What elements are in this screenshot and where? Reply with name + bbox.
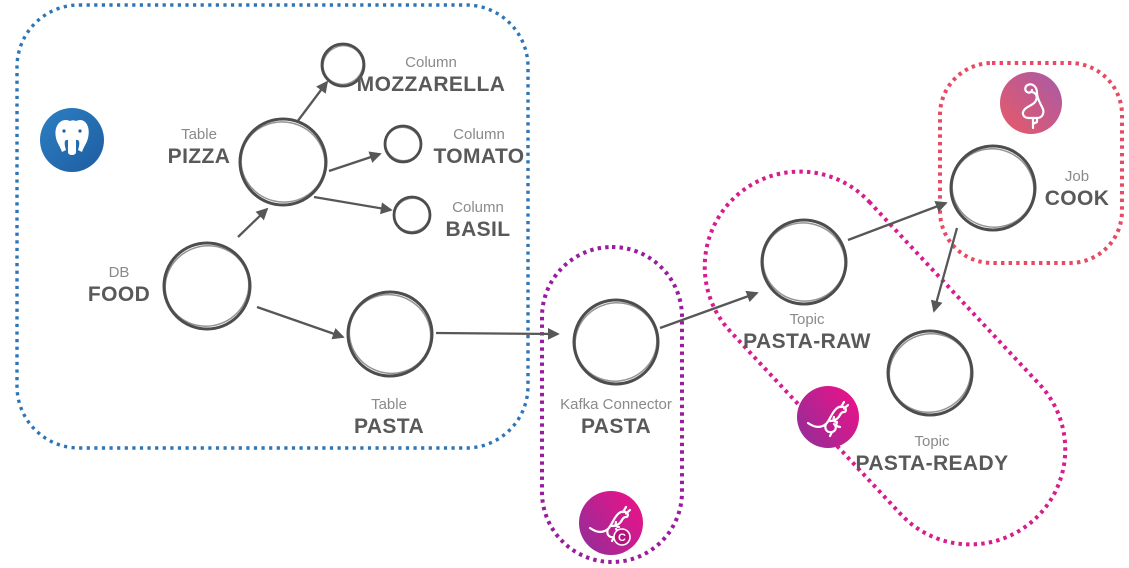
node-name: COOK [1044,187,1110,210]
node-pasta-ready [886,329,974,417]
node-basil [392,195,432,235]
node-circles [162,42,1037,417]
label-food: DB FOOD [88,263,150,307]
arrow-pizza-to-basil [313,195,393,215]
arrow-pasta-raw-to-cook [847,200,948,242]
arrow-pasta-to-connector [435,327,560,340]
node-type: Job [1064,168,1090,185]
label-pasta-ready: Topic PASTA-READY [856,432,1009,476]
node-name: PASTA-READY [855,452,1009,475]
kafka-kangaroo-icon [797,386,859,453]
arrow-food-to-pasta [256,305,345,340]
label-basil: Column BASIL [446,198,511,242]
node-type: DB [108,264,130,281]
arrow-connector-to-pasta-raw [659,290,759,330]
node-cook [949,144,1037,232]
label-pasta-connector: Kafka Connector PASTA [560,395,672,439]
node-mozzarella [320,42,366,88]
node-name: PASTA [580,415,652,438]
connect-badge-circle [613,528,631,546]
node-pasta-connector [572,298,660,386]
node-type: Column [452,199,504,216]
kafka-connect-kangaroo-icon: C [579,491,643,560]
node-pizza [238,117,328,207]
label-cook: Job COOK [1045,167,1110,211]
label-pizza: Table PIZZA [168,125,231,169]
node-type: Column [405,54,457,71]
node-type: Table [181,126,217,143]
node-tomato [383,124,423,164]
label-tomato: Column TOMATO [433,125,524,169]
arrow-food-to-pizza [237,207,269,238]
arrow-cook-to-pasta-ready [930,227,959,313]
kafka-connector-group-outline [540,245,684,564]
node-name: PASTA-RAW [743,330,871,353]
node-type: Topic [789,311,825,328]
node-type: Topic [914,433,950,450]
label-pasta-raw: Topic PASTA-RAW [743,310,871,354]
node-name: BASIL [445,218,511,241]
connect-badge-letter: C [618,532,626,544]
node-name: PIZZA [167,145,231,168]
node-food [162,241,252,331]
node-type: Table [371,396,407,413]
node-type: Column [453,126,505,143]
postgresql-elephant-icon [40,108,104,177]
node-pasta-table [346,290,434,378]
label-mozzarella: Column MOZZARELLA [357,53,506,97]
node-pasta-raw [760,218,848,306]
arrow-pizza-to-tomato [328,151,382,173]
kafka-topics-group-outline [702,169,1068,547]
edge-arrows [237,80,959,340]
node-name: TOMATO [433,145,525,168]
flink-job-group-outline [938,61,1124,265]
node-name: FOOD [87,283,151,306]
node-name: MOZZARELLA [356,73,506,96]
arrow-pizza-to-mozzarella [296,80,329,123]
node-name: PASTA [353,415,425,438]
label-pasta-table: Table PASTA [354,395,424,439]
node-type: Kafka Connector [560,396,672,413]
postgres-db-group-outline [15,3,530,450]
flamingo-icon [1000,72,1062,139]
